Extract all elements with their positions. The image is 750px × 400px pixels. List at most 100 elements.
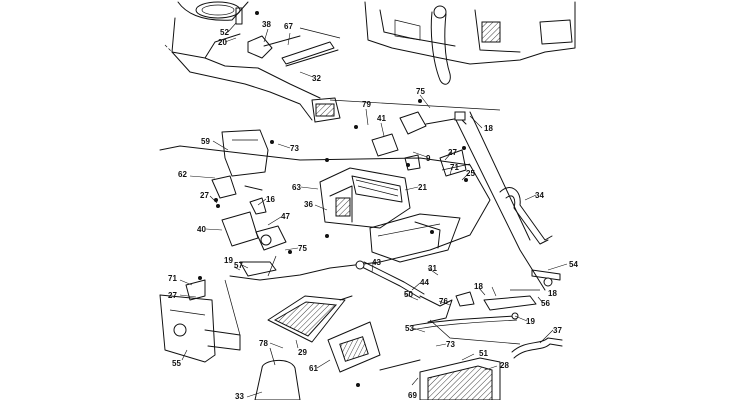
callout-54: 54 [569,260,578,269]
callout-50: 50 [404,290,413,299]
callout-34: 34 [535,191,544,200]
leader-line-30 [179,279,193,286]
leader-line-15 [257,198,267,206]
part-33 [254,347,301,400]
leader-line-23 [205,228,223,231]
leader-line-3 [287,32,291,46]
callout-79: 79 [362,100,371,109]
leader-line-40 [295,339,299,349]
leader-line-31 [478,287,486,296]
leader-line-9 [212,140,229,151]
callout-61: 61 [309,364,318,373]
callout-75: 75 [416,87,425,96]
callout-71: 71 [450,163,459,172]
leader-line-46 [461,353,475,361]
leader-line-16 [300,186,319,190]
hose-37 [511,337,563,359]
leader-line-13 [449,166,453,176]
leader-line-21 [314,204,328,211]
leader-line-32 [537,296,544,304]
callout-44: 44 [420,278,429,287]
callout-41: 41 [377,114,386,123]
callout-78: 78 [259,339,268,348]
leader-line-34 [411,282,421,291]
clip-set-right [439,146,471,182]
callout-47: 47 [281,212,290,221]
leader-line-38 [514,315,528,322]
leader-line-29 [547,263,568,271]
lever-19 [239,255,277,277]
callout-73b: 73 [446,340,455,349]
leader-line-28 [241,264,249,269]
callout-71b: 71 [168,274,177,283]
callout-21: 21 [418,183,427,192]
callout-59: 59 [201,137,210,146]
lower-left-bracket [159,276,241,363]
callout-55: 55 [172,359,181,368]
callout-28: 28 [500,361,509,370]
callout-labels: 52 20 38 67 32 75 79 41 18 59 73 9 27 71… [168,20,578,400]
leader-line-17 [404,186,419,191]
callout-53: 53 [405,324,414,333]
leader-line-43 [435,343,447,347]
right-linkage [455,269,561,311]
leader-line-25 [371,263,374,273]
leader-line-36 [438,300,451,306]
vent-outlet [311,97,341,123]
leader-line-11 [412,151,428,158]
leader-line-22 [267,216,282,226]
callout-20: 20 [218,38,227,47]
callout-62: 62 [178,170,187,179]
leader-line-26 [427,267,439,276]
leader-line-41 [412,327,426,333]
callout-27: 27 [448,148,457,157]
callout-56: 56 [541,299,550,308]
callout-16: 16 [266,195,275,204]
callout-69: 69 [408,391,417,400]
callout-76: 76 [439,297,448,306]
callout-43: 43 [372,258,381,267]
heater-core-box [319,158,411,238]
blower-motor-parts [354,99,467,171]
callout-67: 67 [284,22,293,31]
leader-line-12 [444,151,453,161]
leader-line-37 [491,286,497,297]
leader-line-45 [316,359,331,369]
heater-core-29 [267,295,353,343]
leader-line-39 [269,342,284,349]
leader-line-18 [461,173,469,181]
leader-line-19 [524,194,537,201]
leader-line-6 [365,108,369,126]
leader-line-5 [419,94,431,109]
callout-32: 32 [312,74,321,83]
duct-61 [327,321,381,373]
callout-36: 36 [304,200,313,209]
lower-tray [369,213,461,263]
leader-line-10 [277,143,291,149]
callout-51: 51 [479,349,488,358]
leader-line-48 [484,365,498,371]
leader-lines [179,22,568,398]
callout-40: 40 [197,225,206,234]
bracket-and-rod-set [247,27,341,67]
callout-63: 63 [292,183,301,192]
callout-31: 31 [428,264,437,273]
heater-unit-51 [356,357,501,400]
callout-19b: 19 [526,317,535,326]
callout-27c: 27 [168,291,177,300]
leader-line-0 [227,22,237,33]
bracket-59 [221,129,274,177]
callout-29: 29 [298,348,307,357]
leader-line-1 [224,37,237,43]
hose-34 [499,187,553,245]
callout-75b: 75 [298,244,307,253]
callout-9: 9 [426,154,431,163]
control-rod-43 [355,260,521,345]
cable-53 [409,312,519,331]
leader-line-14 [189,175,216,179]
leader-line-27 [233,266,241,271]
callout-18b: 18 [474,282,483,291]
callout-57: 57 [234,261,243,270]
